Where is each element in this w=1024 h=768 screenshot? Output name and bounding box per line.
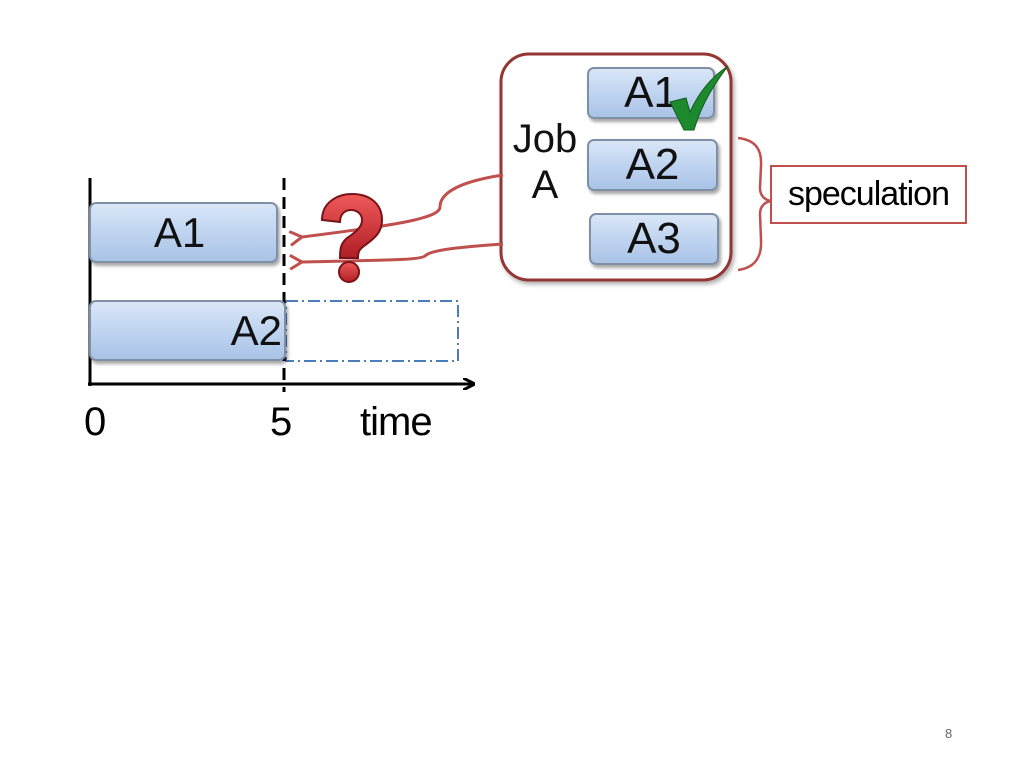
checkmark-icon bbox=[669, 65, 729, 131]
speculation-brace bbox=[737, 136, 772, 272]
question-mark-icon bbox=[320, 192, 384, 283]
speculation-label: speculation bbox=[787, 175, 950, 213]
speculation-box: speculation bbox=[770, 165, 967, 224]
job-label: Job A bbox=[505, 116, 585, 208]
job-task-a3: A3 bbox=[589, 213, 719, 265]
timeline-task-a1-label: A1 bbox=[153, 208, 206, 256]
job-task-a1-label: A1 bbox=[624, 68, 678, 117]
job-label-line1: Job bbox=[512, 117, 578, 161]
job-label-line2: A bbox=[531, 163, 559, 207]
page-number: 8 bbox=[945, 726, 953, 741]
job-task-a2-label: A2 bbox=[625, 140, 680, 189]
callout-arrow-lower bbox=[302, 242, 504, 262]
job-task-a3-label: A3 bbox=[627, 214, 681, 263]
speculative-task-outline bbox=[285, 300, 459, 362]
timeline-task-a1: A1 bbox=[89, 202, 278, 263]
axis-label-time: time bbox=[360, 400, 433, 444]
job-task-a2: A2 bbox=[587, 139, 718, 191]
tick-label-0: 0 bbox=[84, 400, 106, 444]
timeline-task-a2-label: A2 bbox=[230, 306, 282, 354]
timeline-task-a2: A2 bbox=[89, 300, 286, 361]
tick-label-5: 5 bbox=[270, 400, 292, 444]
